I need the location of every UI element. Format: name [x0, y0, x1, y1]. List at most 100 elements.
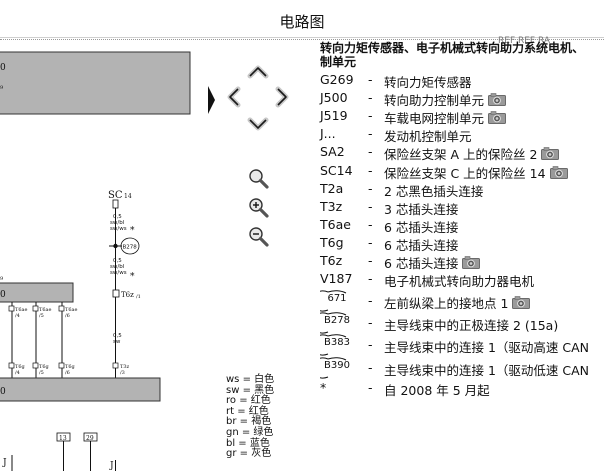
zoom-in-button[interactable]: [246, 195, 270, 219]
connector-t6g-b-label: T6g: [39, 364, 50, 370]
legend-item-description: 6 芯插头连接: [384, 217, 458, 236]
component-box-bottom-label: 0: [0, 387, 6, 397]
color-legend-item: ws = 白色: [226, 374, 275, 385]
connector-t6ae-c-pin: /6: [65, 313, 70, 319]
wire-2-size: 0,5: [113, 258, 122, 264]
fuse-sc14-label: SC: [108, 190, 123, 201]
component-box-top: [0, 51, 191, 115]
color-legend-item: sw = 黑色: [226, 384, 275, 396]
pan-left-button[interactable]: [222, 85, 246, 109]
legend-item-code: T2a: [320, 180, 344, 196]
legend-item-dash: -: [368, 126, 373, 142]
camera-icon[interactable]: [512, 296, 531, 310]
connector-t6z-pin: /1: [136, 294, 141, 300]
legend-item-code: T6g: [320, 234, 344, 250]
connector-t6ae-5-symbol: [32, 305, 39, 312]
legend-item-code: V187: [320, 271, 353, 287]
legend-item-description: 2 芯黑色插头连接: [384, 181, 483, 200]
color-legend-item: bl = 蓝色: [226, 437, 270, 449]
legend-item-dash: -: [368, 144, 373, 160]
legend-item-dash: -: [368, 198, 373, 214]
legend-item-description: 3 芯插头连接: [384, 199, 458, 218]
legend-item-text: 主导线束中的连接 1（驱动高速 CAN: [384, 340, 590, 356]
control-unit-j-b-label: J: [109, 461, 114, 471]
fuse-sc14-number: 14: [124, 193, 132, 200]
component-box-bottom: [0, 377, 161, 402]
splice-b278-dot: [113, 243, 118, 249]
connector-t6ae-b-label: T6ae: [39, 307, 51, 313]
wire-1-footnote-marker: *: [130, 226, 135, 236]
legend-item-description: 主导线束中的连接 1（驱动高速 CAN: [384, 337, 589, 356]
legend-item-description: 6 芯插头连接: [384, 253, 481, 272]
magnifier-icon: [249, 169, 269, 189]
connector-t6g-5-symbol: [32, 362, 39, 369]
connector-t6g-6-symbol: [58, 362, 65, 369]
legend-item-text: 保险丝支架 A 上的保险丝 2: [384, 147, 538, 163]
legend-item-dash: -: [368, 359, 373, 375]
legend-item-code: SC14: [320, 162, 353, 178]
legend-item-description: 车载电网控制单元: [384, 108, 507, 127]
color-legend-item: rt = 红色: [226, 405, 269, 417]
legend-item-text: 主导线束中的正极连接 2 (15a): [384, 318, 559, 334]
circuit-diagram[interactable]: 0 9 SC 14 0,5 sw/bl sw/ws * B278 0,5 sw/…: [0, 40, 205, 471]
legend-item-text: 主导线束中的连接 1（驱动低速 CAN: [384, 362, 590, 378]
legend-item-dash: -: [368, 337, 373, 353]
legend-item-text: 转向助力控制单元: [384, 93, 485, 109]
legend-item-code: T3z: [320, 198, 343, 214]
connector-t6ae-c-label: T6ae: [65, 307, 77, 313]
circuit-diagram-svg: 0 9 SC 14 0,5 sw/bl sw/ws * B278 0,5 sw/…: [0, 51, 191, 471]
wire-3-size: 0,5: [113, 333, 122, 339]
connector-t6z-label: T6z: [121, 291, 134, 299]
camera-icon[interactable]: [549, 165, 568, 179]
component-box-top-label: 0: [0, 63, 6, 73]
splice-b278-label: B278: [123, 245, 138, 251]
legend-circled-code-text: B278: [324, 315, 350, 327]
legend-item-dash: -: [368, 293, 373, 309]
wire-color-legend: ws = 白色 sw = 黑色 ro = 红色 rt = 红色 br = 褐色 …: [226, 374, 275, 460]
camera-icon[interactable]: [541, 147, 560, 161]
legend-item-text: 6 芯插头连接: [384, 219, 459, 235]
legend-heading: 转向力矩传感器、电子机械式转向助力系统电机、: [320, 41, 585, 55]
zoom-fit-button[interactable]: [246, 166, 270, 190]
camera-icon[interactable]: [488, 93, 507, 107]
legend-item-text: 车载电网控制单元: [384, 111, 485, 127]
pan-right-button[interactable]: [270, 85, 294, 109]
connector-t6ae-a-label: T6ae: [15, 307, 27, 313]
legend-item-code: J519: [320, 108, 348, 124]
legend-item-text: 2 芯黑色插头连接: [384, 183, 484, 199]
legend-circled-code: B278: [320, 311, 354, 335]
legend-item-dash: -: [368, 90, 373, 106]
legend-circled-code: B390: [320, 356, 354, 380]
title-bar: 电路图: [0, 0, 604, 38]
camera-icon[interactable]: [488, 111, 507, 125]
expand-panel-arrow-icon[interactable]: [206, 84, 216, 116]
wire-2-color: sw/bl: [110, 264, 125, 270]
legend-circled-code: B383: [320, 333, 354, 357]
legend-item-description: 6 芯插头连接: [384, 235, 458, 254]
legend-item-text: 电子机械式转向助力器电机: [384, 274, 535, 290]
camera-icon[interactable]: [462, 256, 481, 269]
wire-2-color-alt: sw/ws: [110, 270, 127, 276]
color-legend-item: br = 褐色: [226, 416, 272, 428]
legend-item-dash: -: [368, 216, 373, 232]
component-box-top-sub: 9: [0, 85, 3, 91]
connector-t6g-4-symbol: [8, 362, 15, 369]
zoom-out-icon: [249, 227, 269, 247]
legend-item-code: SA2: [320, 144, 345, 160]
diagram-navigation: [206, 58, 296, 258]
chevron-left-icon: [227, 86, 241, 108]
pan-up-button[interactable]: [246, 60, 270, 84]
zoom-out-button[interactable]: [246, 224, 270, 248]
reference-links[interactable]: REF REF RA: [498, 36, 551, 46]
component-box-middle: [0, 282, 74, 303]
wire-1-color-alt: sw/ws: [110, 226, 127, 232]
legend-item-description: 转向助力控制单元: [384, 90, 507, 109]
connector-t6g-b-pin: /5: [39, 370, 44, 376]
legend-item-code: G269: [320, 72, 354, 87]
pan-down-button[interactable]: [246, 112, 270, 136]
legend-item-text: 左前纵梁上的接地点 1: [384, 296, 509, 312]
legend-heading-continued: 制单元: [320, 55, 357, 69]
connector-t3z-pin: /3: [120, 370, 125, 376]
chevron-right-icon: [275, 86, 289, 108]
